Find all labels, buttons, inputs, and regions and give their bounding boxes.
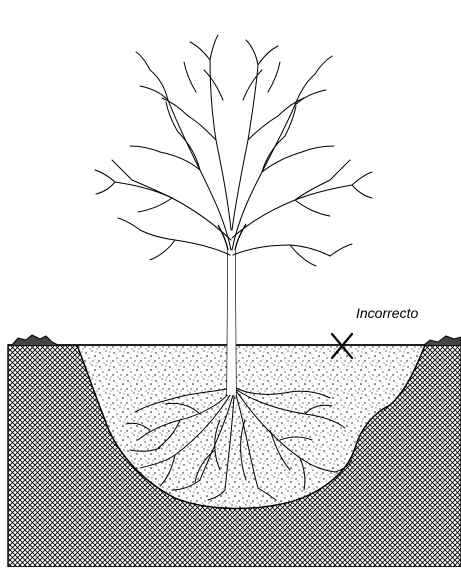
soil-clod-right <box>424 336 461 345</box>
tree-branches <box>95 35 372 266</box>
trunk-fill <box>227 250 236 395</box>
soil-clod-left <box>12 335 58 345</box>
incorrect-label: Incorrecto <box>356 305 418 321</box>
